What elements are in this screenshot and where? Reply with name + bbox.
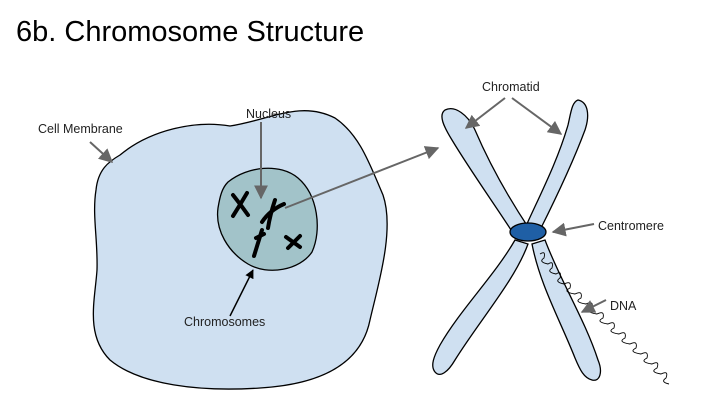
chromatid-arm-upper-left — [441, 108, 531, 237]
label-centromere: Centromere — [598, 219, 664, 233]
label-chromatid: Chromatid — [482, 80, 540, 94]
centromere-shape — [509, 222, 547, 242]
chromosome-x — [432, 99, 602, 381]
chromosome-marks — [231, 191, 302, 258]
chromatid-arm-lower-right — [531, 239, 602, 381]
label-cell-membrane: Cell Membrane — [38, 122, 123, 136]
label-dna: DNA — [610, 299, 637, 313]
leader-arrows — [89, 97, 607, 317]
chromatid-arm-upper-right — [525, 99, 589, 231]
slide-title: 6b. Chromosome Structure — [16, 16, 365, 48]
label-nucleus: Nucleus — [246, 107, 292, 121]
chromatid-arm-lower-left — [432, 239, 529, 375]
dna-coil — [539, 252, 670, 385]
label-chromosomes: Chromosomes — [184, 315, 266, 329]
